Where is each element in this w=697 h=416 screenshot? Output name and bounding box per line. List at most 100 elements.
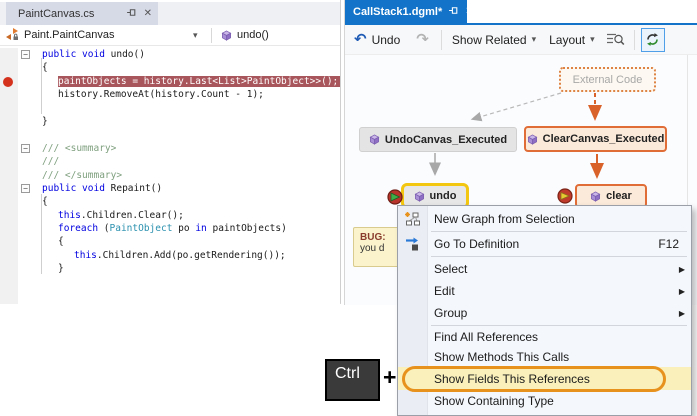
menu-item-go-to-definition[interactable]: Go To Definition F12 (398, 233, 691, 255)
shortcut-label: F12 (658, 237, 679, 251)
chevron-down-icon[interactable]: ▾ (193, 29, 198, 40)
node-clearcanvas-executed[interactable]: ClearCanvas_Executed (524, 126, 667, 152)
tab-title: PaintCanvas.cs (18, 7, 95, 20)
annotation-highlight-ellipse (402, 366, 666, 392)
breakpoint-indicator[interactable] (0, 74, 18, 89)
fold-margin (18, 235, 34, 248)
close-icon[interactable]: ✕ (143, 7, 152, 19)
breadcrumb-member[interactable]: undo() (237, 29, 269, 41)
code-line (0, 101, 340, 115)
layout-dropdown[interactable]: Layout ▾ (549, 32, 595, 47)
fold-margin (18, 209, 34, 222)
menu-item-group[interactable]: Group ▶ (398, 302, 691, 324)
code-line: foreach (PaintObject po in paintObjects) (0, 222, 340, 236)
undo-button[interactable]: ↶ Undo (354, 32, 400, 47)
fold-toggle[interactable]: − (18, 182, 34, 195)
class-icon (5, 27, 19, 44)
pin-icon[interactable] (126, 7, 137, 21)
fold-margin (18, 195, 34, 208)
frame-marker-icon (557, 188, 573, 204)
gutter-margin (0, 235, 18, 249)
redo-icon[interactable]: ↷ (416, 30, 429, 48)
canvas-edge-line (687, 55, 688, 305)
gutter-margin (0, 181, 18, 196)
toolbar-separator (440, 29, 442, 50)
refresh-icon (647, 33, 659, 46)
code-line: } (0, 262, 340, 276)
gutter-margin (0, 222, 18, 236)
fold-margin (18, 128, 34, 141)
new-graph-icon (404, 211, 420, 227)
fold-margin (18, 115, 34, 128)
code-line (0, 128, 340, 142)
zoom-to-fit-icon[interactable] (606, 31, 625, 49)
menu-item-select[interactable]: Select ▶ (398, 258, 691, 280)
menu-item-show-containing-type[interactable]: Show Containing Type (434, 394, 554, 408)
undo-label: Undo (371, 32, 401, 47)
gutter-tail (0, 275, 340, 304)
code-line: } (0, 114, 340, 129)
go-to-definition-icon (404, 236, 420, 252)
breadcrumb-type[interactable]: Paint.PaintCanvas (24, 29, 115, 41)
code-line: −/// <summary> (0, 141, 340, 156)
fold-toggle[interactable]: − (18, 142, 34, 155)
menu-item-find-all-references[interactable]: Find All References (434, 330, 539, 344)
close-icon[interactable]: ✕ (465, 5, 474, 17)
code-line: this.Children.Add(po.getRendering()); (0, 248, 340, 263)
active-tab-underline (345, 23, 697, 25)
submenu-arrow-icon: ▶ (678, 308, 686, 318)
refresh-toggle-button[interactable] (640, 27, 665, 52)
code-line: /// (0, 155, 340, 169)
gutter-margin (0, 262, 18, 276)
code-line: { (0, 61, 340, 75)
toolbar-separator (633, 29, 635, 50)
plus-sign: + (383, 364, 397, 390)
fold-margin (18, 262, 34, 275)
code-line: { (0, 195, 340, 209)
show-related-dropdown[interactable]: Show Related ▾ (451, 32, 537, 47)
gutter-margin (0, 61, 18, 75)
current-frame-marker-icon (387, 189, 403, 205)
node-undocanvas-executed[interactable]: UndoCanvas_Executed (359, 127, 517, 152)
menu-separator (431, 325, 687, 326)
code-line: −public void undo() (0, 48, 340, 62)
menu-item-new-graph-from-selection[interactable]: New Graph from Selection (398, 208, 691, 230)
menu-item-show-methods-this-calls[interactable]: Show Methods This Calls (434, 350, 570, 364)
method-cube-icon (221, 29, 232, 41)
menu-item-edit[interactable]: Edit ▶ (398, 280, 691, 302)
chevron-down-icon: ▾ (531, 34, 537, 44)
fold-margin (18, 222, 34, 235)
code-line: /// </summary> (0, 168, 340, 182)
menu-item-show-fields-this-references[interactable]: Show Fields This References (398, 367, 691, 390)
method-cube-icon (369, 134, 380, 145)
fold-margin (18, 249, 34, 262)
fold-guide-line (41, 194, 42, 274)
fold-toggle[interactable]: − (18, 48, 34, 61)
submenu-arrow-icon: ▶ (678, 286, 686, 296)
tab-callstack-dgml[interactable]: CallStack1.dgml* ✕ (345, 0, 474, 23)
pin-icon[interactable] (448, 5, 459, 19)
gutter-margin (0, 88, 18, 102)
fold-margin (18, 169, 34, 182)
fold-margin (18, 61, 34, 74)
code-line: this.Children.Clear(); (0, 208, 340, 223)
chevron-down-icon: ▾ (590, 34, 595, 44)
undo-icon: ↶ (354, 30, 367, 48)
menu-separator (431, 256, 687, 257)
method-cube-icon (590, 190, 601, 202)
gutter-margin (0, 101, 18, 115)
node-external-code[interactable]: External Code (559, 67, 656, 92)
gutter-margin (0, 195, 18, 209)
tab-paintcanvas[interactable]: PaintCanvas.cs ✕ (6, 2, 158, 25)
fold-guide-line (41, 58, 42, 114)
fold-margin (18, 102, 34, 115)
editor-tab-strip: PaintCanvas.cs ✕ (0, 2, 340, 25)
code-editor-window: PaintCanvas.cs ✕ Paint.PaintCanvas ▾ und… (0, 0, 341, 304)
method-cube-icon (527, 133, 538, 145)
breakpoint-dot[interactable] (3, 76, 13, 87)
code-area[interactable]: −public void undo(){paintObjects = histo… (0, 46, 340, 304)
menu-separator (431, 231, 687, 232)
fold-margin (18, 155, 34, 168)
code-line: −public void Repaint() (0, 181, 340, 196)
